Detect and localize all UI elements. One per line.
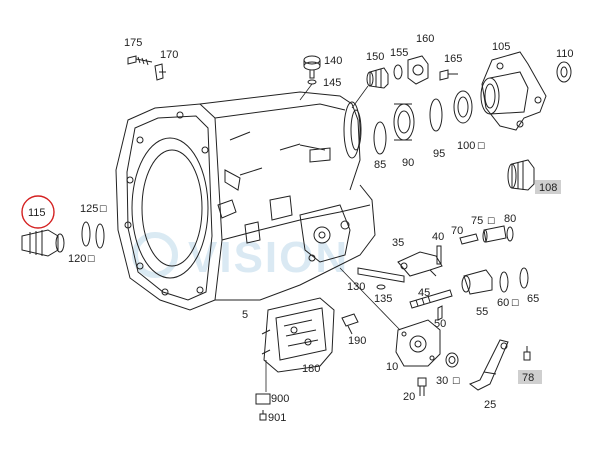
label-190: 190 [348, 335, 366, 347]
label-60-marker: ☐ [511, 299, 519, 309]
part-115[interactable]: 115 [21, 195, 65, 257]
part-135[interactable] [376, 284, 386, 290]
label-65: 65 [527, 293, 539, 305]
part-110[interactable] [556, 61, 572, 83]
label-95: 95 [433, 148, 445, 160]
label-50: 50 [434, 318, 446, 330]
label-25: 25 [484, 399, 496, 411]
part-100[interactable] [453, 90, 473, 124]
label-160: 160 [416, 33, 434, 45]
label-135: 135 [374, 293, 392, 305]
part-60[interactable] [499, 271, 509, 293]
part-160[interactable] [407, 55, 429, 85]
label-110: 110 [556, 48, 574, 60]
label-125-marker: ☐ [99, 205, 107, 215]
label-120: 120 [68, 253, 86, 265]
label-901: 901 [268, 412, 286, 424]
ref-box-108-label: 108 [539, 182, 557, 194]
watermark: VISION [132, 232, 349, 282]
label-105: 105 [492, 41, 510, 53]
part-190[interactable] [341, 313, 359, 335]
part-75[interactable] [482, 225, 507, 243]
part-78-pin[interactable] [523, 346, 531, 361]
label-175: 175 [124, 37, 142, 49]
part-40[interactable] [436, 245, 442, 265]
label-170: 170 [160, 49, 178, 61]
label-20: 20 [403, 391, 415, 403]
part-130[interactable] [357, 267, 405, 283]
part-90[interactable] [393, 103, 415, 141]
label-55: 55 [476, 306, 488, 318]
label-30: 30 [436, 375, 448, 387]
part-55[interactable] [461, 269, 493, 295]
part-108[interactable] [507, 159, 535, 191]
label-120-marker: ☐ [87, 255, 95, 265]
part-10[interactable] [395, 319, 441, 367]
label-75-marker: ☐ [487, 217, 495, 227]
part-175[interactable] [127, 55, 153, 66]
part-145[interactable] [307, 79, 317, 85]
part-50[interactable] [437, 305, 443, 321]
part-45[interactable] [409, 289, 453, 309]
part-115-highlight [21, 195, 55, 229]
label-30-marker: ☐ [452, 377, 460, 387]
part-30[interactable] [445, 352, 459, 368]
label-90: 90 [402, 157, 414, 169]
label-70: 70 [451, 225, 463, 237]
label-100-marker: ☐ [477, 142, 485, 152]
part-150[interactable] [366, 67, 389, 89]
label-35: 35 [392, 237, 404, 249]
part-165[interactable] [439, 69, 458, 81]
part-125-120[interactable] [81, 221, 105, 249]
watermark-text: VISION [188, 233, 349, 282]
label-155: 155 [390, 47, 408, 59]
label-40: 40 [432, 231, 444, 243]
part-155[interactable] [393, 64, 403, 80]
part-170[interactable] [154, 63, 166, 81]
ref-box-78-label: 78 [522, 372, 534, 384]
leader-10 [339, 267, 401, 331]
leader-150 [351, 85, 369, 109]
part-70[interactable] [459, 233, 479, 245]
label-125: 125 [80, 203, 98, 215]
label-150: 150 [366, 51, 384, 63]
ref-box-78[interactable]: 78 [518, 370, 542, 384]
part-20[interactable] [417, 377, 427, 396]
part-65[interactable] [519, 267, 529, 289]
part-85[interactable] [373, 121, 387, 155]
part-180[interactable] [261, 297, 335, 373]
label-60: 60 [497, 297, 509, 309]
part-900[interactable] [255, 393, 271, 405]
transmission-housing[interactable] [115, 91, 376, 311]
label-85: 85 [374, 159, 386, 171]
part-25[interactable] [468, 339, 509, 391]
part-35[interactable] [397, 251, 443, 277]
label-100: 100 [457, 140, 475, 152]
part-140[interactable] [303, 55, 321, 79]
part-95[interactable] [429, 98, 443, 132]
part-115-drawing [21, 229, 65, 257]
label-145: 145 [323, 77, 341, 89]
ref-box-108[interactable]: 108 [535, 180, 561, 194]
label-45: 45 [418, 287, 430, 299]
part-105[interactable] [480, 51, 547, 131]
label-10: 10 [386, 361, 398, 373]
label-115: 115 [28, 207, 46, 219]
label-5: 5 [242, 309, 248, 321]
part-901[interactable] [259, 410, 267, 421]
label-75: 75 [471, 215, 483, 227]
leader-140 [299, 83, 313, 101]
label-80: 80 [504, 213, 516, 225]
part-80[interactable] [506, 226, 514, 242]
label-140: 140 [324, 55, 342, 67]
label-180: 180 [302, 363, 320, 375]
label-165: 165 [444, 53, 462, 65]
label-900: 900 [271, 393, 289, 405]
